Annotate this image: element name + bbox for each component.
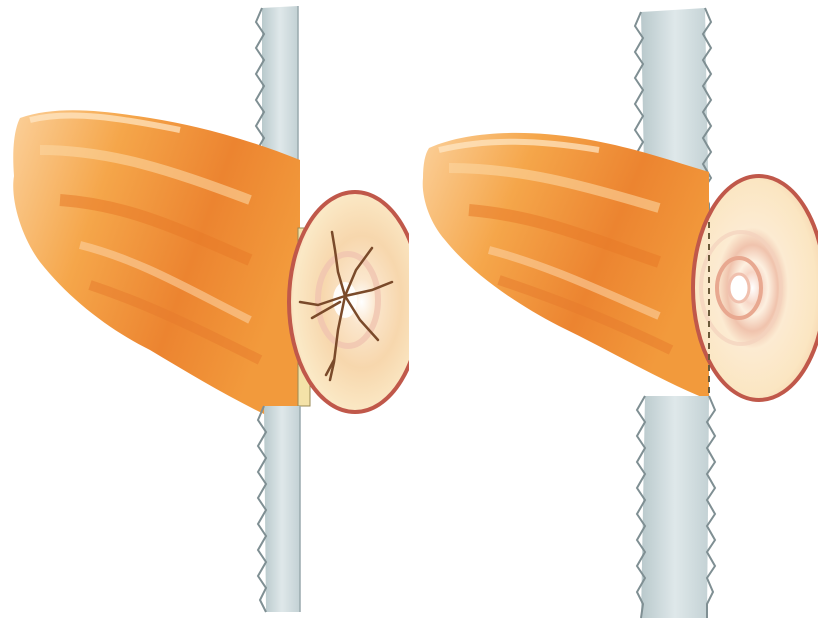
saw-blade-lower xyxy=(637,396,715,618)
intact-log-panel xyxy=(409,0,818,632)
intact-log-drawing xyxy=(409,0,818,632)
intact-end-grain xyxy=(693,176,818,400)
cracked-end-grain xyxy=(289,192,409,412)
cracked-log-drawing xyxy=(0,0,409,632)
cracked-log-panel xyxy=(0,0,409,632)
log-body xyxy=(423,133,709,400)
saw-blade-lower xyxy=(258,406,300,612)
log-body xyxy=(13,110,300,430)
